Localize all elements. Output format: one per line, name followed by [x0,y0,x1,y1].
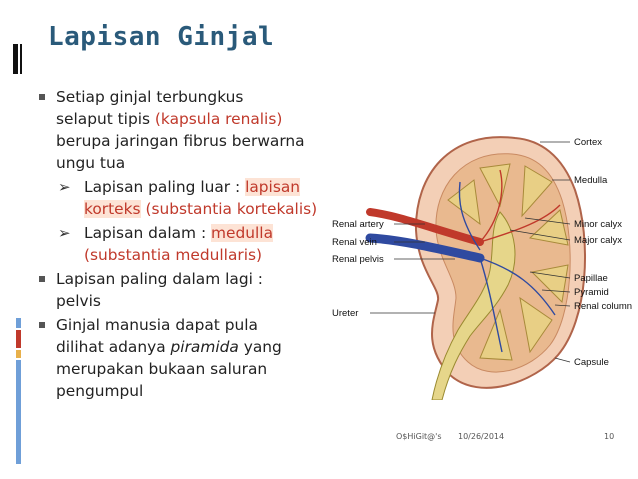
kidney-vessels [458,169,561,353]
left-accent-red [16,330,21,348]
left-accent-blue-small [16,318,21,328]
term-medulla: medulla [211,224,273,242]
label-capsule: Capsule [574,357,609,368]
bullet-pelvis: Lapisan paling dalam lagi : pelvis [36,268,336,312]
bullet-piramida: Ginjal manusia dapat pula dilihat adanya… [36,314,336,402]
slide-body: Setiap ginjal terbungkus selaput tipis (… [36,86,336,404]
footer-page-number: 10 [604,432,615,441]
bullet-text: berupa jaringan fibrus berwarna [56,132,305,150]
renal-pelvis-shape [431,211,516,400]
label-ureter: Ureter [332,308,358,319]
bullet-text: pelvis [56,292,101,310]
bullet-kapsula: Setiap ginjal terbungkus selaput tipis (… [36,86,336,174]
arrow-bullet-icon: ➢ [58,178,71,196]
left-accent-bar [13,44,18,74]
label-medulla: Medulla [574,175,608,186]
label-cortex: Cortex [574,137,602,148]
left-accent-bar-thin [20,44,22,74]
renal-vein-shape [365,233,485,263]
bullet-text: dilihat adanya [56,338,171,356]
bullet-text: ungu tua [56,154,126,172]
bullet-text: merupakan bukaan saluran [56,360,268,378]
term-piramida: piramida [170,338,239,356]
bullet-text: Ginjal manusia dapat pula [56,316,258,334]
label-pyramid: Pyramid [574,287,609,298]
sub-bullet-medulla: ➢ Lapisan dalam : medulla (substantia me… [36,222,336,266]
label-major-calyx: Major calyx [574,235,622,246]
label-renal-pelvis: Renal pelvis [332,254,384,265]
term-lapisan: lapisan [245,178,301,196]
term-kapsula-renalis: (kapsula renalis) [154,110,283,128]
label-minor-calyx: Minor calyx [574,219,622,230]
left-accent-blue [16,360,21,464]
leader-lines [370,141,571,363]
term-korteks: korteks [84,200,141,218]
footer-author: O$HiGit@'s [396,432,442,441]
label-papillae: Papillae [574,273,608,284]
bullet-marker [39,322,45,328]
label-renal-column: Renal column [574,301,632,312]
renal-artery-shape [366,208,484,246]
bullet-text: Lapisan dalam : [84,224,212,242]
sub-bullet-korteks: ➢ Lapisan paling luar : lapisan korteks … [36,176,336,220]
bullet-text: Setiap ginjal terbungkus [56,88,244,106]
bullet-text: pengumpul [56,382,144,400]
bullet-marker [39,94,45,100]
slide-title: Lapisan Ginjal [48,22,275,52]
bullet-text: yang [238,338,282,356]
bullet-text: Lapisan paling dalam lagi : [56,270,263,288]
bullet-text: selaput tipis [56,110,155,128]
bullet-text: Lapisan paling luar : [84,178,246,196]
left-accent-yellow [16,350,21,358]
label-renal-artery: Renal artery [332,219,384,230]
arrow-bullet-icon: ➢ [58,224,71,242]
footer-date: 10/26/2014 [458,432,505,441]
kidney-diagram: Cortex Medulla Minor calyx Major calyx P… [332,136,632,400]
label-renal-vein: Renal vein [332,237,377,248]
term-substantia-medullaris: (substantia medullaris) [84,246,263,264]
bullet-marker [39,276,45,282]
term-substantia-kortekalis: (substantia kortekalis) [140,200,318,218]
kidney-pyramids [447,163,569,361]
